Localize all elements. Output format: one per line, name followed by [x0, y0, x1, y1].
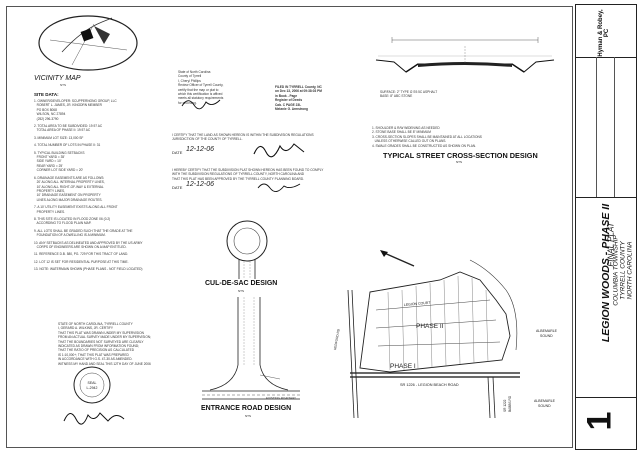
firm-box	[576, 5, 636, 58]
filed-stamp: FILED IN TYRRELL County, NC on Dec 13, 2…	[275, 85, 322, 112]
title-block: Hyman & Robey, PC FINAL PLAT LEGION WOOD…	[575, 4, 637, 450]
albemarle-sound-label-4: SOUND	[538, 404, 551, 408]
cert2-signature	[257, 183, 301, 192]
project-title: LEGION WOODS - PHASE II	[600, 203, 612, 343]
entrance-road-scale: NTS	[245, 414, 251, 418]
street-surface: SURFACE: 2" TYPE I2 S9.5C ASPHALT BASE: …	[380, 90, 438, 99]
cert2-date: 12-12-06	[186, 181, 215, 188]
street-notes: 1. SHOULDER & R/W WIDENING AS NEEDED 2. …	[372, 126, 552, 148]
surveyor-signature	[63, 412, 125, 425]
west-road-label: REDFORD RD	[333, 328, 341, 350]
seal-number: L-2942	[87, 386, 98, 390]
cul-de-sac-drawing	[226, 220, 268, 279]
firm-name: Hyman & Robey, PC	[598, 9, 610, 57]
street-cross-section-title: TYPICAL STREET CROSS-SECTION DESIGN	[383, 151, 538, 160]
street-note: 1. SHOULDER & R/W WIDENING AS NEEDED	[372, 126, 440, 130]
note: 6. DRAINAGE EASEMENTS ARE AS FOLLOWS: 20…	[34, 175, 105, 202]
review-officer-signature	[181, 99, 221, 110]
note: 8. THIS SITE IS LOCATED IN FLOOD ZONE X6…	[34, 216, 111, 226]
note: 3. MINIMUM LOT SIZE: 13,000 SF	[34, 135, 84, 140]
note: 1. OWNER/DEVELOPER: SCUPPERNONG GROUP, L…	[34, 99, 117, 121]
note: 9. ALL LOTS SHALL BE GRADED SUCH THAT TH…	[34, 228, 133, 238]
date-label-2: DATE	[172, 185, 183, 190]
state-label: NORTH CAROLINA	[626, 241, 634, 300]
site-data-title: SITE DATA:	[34, 92, 59, 97]
jurisdiction-cert: I CERTIFY THAT THE LAND AS SHOWN HEREON …	[172, 133, 314, 142]
revision-table	[576, 57, 636, 198]
entrance-road-drawing: EXISTING ROADWAY	[202, 297, 300, 400]
note: 5. TYPICAL BUILDING SETBACKS FRONT YARD …	[34, 150, 85, 173]
babbs-road-label: BABBS RD	[508, 395, 512, 412]
cert1-signature	[253, 143, 305, 158]
note: 7. A 10' UTILITY EASEMENT EXISTS ALONG A…	[34, 205, 118, 214]
phase-ii-label: PHASE II	[416, 323, 444, 330]
drawing-sheet	[6, 6, 573, 448]
note: 4. TOTAL NUMBER OF LOTS IN PHASE II: 31	[34, 143, 101, 148]
phase-i-label: PHASE I	[390, 363, 416, 370]
street-note: 2. STONE BASE SHALL BE 8" MINIMUM	[372, 130, 431, 135]
seal-label: SEAL	[88, 381, 97, 385]
street-note: 3. CROSS-SECTION SLOPES SHALL BE MAINTAI…	[372, 134, 482, 144]
existing-roadway-label: EXISTING ROADWAY	[266, 396, 296, 400]
site-plan-map: PHASE II PHASE I LEGION COURT SR 1226 - …	[333, 250, 558, 419]
sheet-number: 1	[580, 411, 619, 431]
note: 10. ANY SETBACKS AS DELINEATED AND APPRO…	[34, 240, 143, 249]
approval-cert: I HEREBY CERTIFY THAT THE SUBDIVISION PL…	[172, 168, 324, 181]
albemarle-sound-label-2: SOUND	[540, 334, 553, 338]
vicinity-title: VICINITY MAP	[34, 75, 81, 82]
cert1-date: 12-12-06	[186, 146, 215, 153]
note: 13. NOTE: WATERMAIN SHOWN (PHASE PLANS -…	[34, 267, 143, 272]
albemarle-sound-label-3: ALBEMARLE	[534, 399, 556, 403]
vicinity-map: VICINITY MAP NTS	[34, 15, 138, 87]
legion-court-label: LEGION COURT	[404, 301, 432, 307]
date-label-1: DATE	[172, 150, 183, 155]
albemarle-sound-label-1: ALBEMARLE	[536, 329, 558, 333]
note: 12. LOT 12 IS SET FOR RESIDENTIAL PURPOS…	[34, 259, 129, 264]
street-note: 4. SWALE GRADES SHALL BE CONSTRUCTED AS …	[372, 143, 477, 148]
county-label: TYRRELL COUNTY	[619, 241, 627, 300]
surveyor-seal: SEAL L-2942	[73, 366, 111, 404]
entrance-road-title: ENTRANCE ROAD DESIGN	[201, 405, 292, 412]
cul-de-sac-title: CUL-DE-SAC DESIGN	[205, 280, 278, 287]
legion-beach-road-label: SR 1226 - LEGION BEACH ROAD	[400, 383, 459, 387]
street-cross-section-drawing	[375, 37, 555, 73]
note: 11. REFERENCE D.B. 580, PG. 729 FOR THIS…	[34, 252, 129, 257]
township-label: COLUMBIA TOWNSHIP	[612, 235, 620, 306]
north-arrow-icon	[380, 250, 415, 267]
review-officer-cert: State of North Carolina County of Tyrrel…	[178, 70, 224, 105]
surveyor-certificate: STATE OF NORTH CAROLINA, TYRRELL COUNTY …	[58, 322, 151, 366]
cul-de-sac-scale: NTS	[238, 289, 244, 293]
street-cross-section-scale: NTS	[456, 160, 462, 164]
note: 2. TOTAL AREA TO BE SUBDIVIDED: 19.97 AC…	[34, 124, 103, 133]
vicinity-scale: NTS	[60, 83, 66, 87]
sr-1222-label: SR 1222	[503, 399, 507, 412]
site-notes: 1. OWNER/DEVELOPER: SCUPPERNONG GROUP, L…	[34, 99, 159, 319]
